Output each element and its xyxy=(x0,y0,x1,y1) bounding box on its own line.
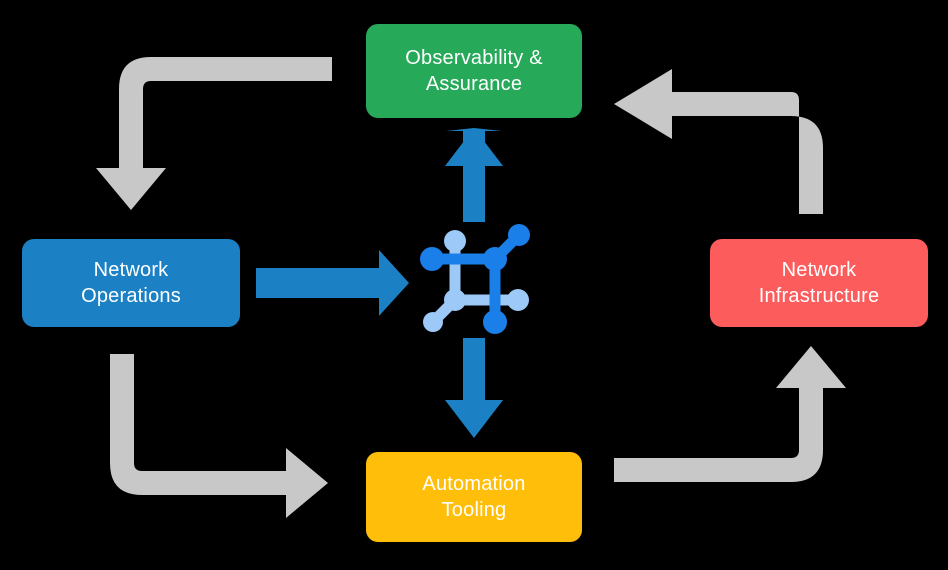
topology-node-dark-left xyxy=(420,247,444,271)
topology-node-light-hub-bottomleft xyxy=(444,289,466,311)
center-arrow-center-to-observability-shaft xyxy=(463,160,485,222)
cycle-arrow-automation-to-infrastructure xyxy=(614,346,846,482)
topology-node-dark-hub-topright xyxy=(483,247,507,271)
node-label-network-operations-line2: Operations xyxy=(81,285,181,307)
topology-node-light-bottomleft xyxy=(423,312,443,332)
cycle-arrow-operations-to-automation xyxy=(110,354,328,518)
center-arrow-center-to-observability-head xyxy=(445,128,503,166)
node-box-observability[interactable]: Observability & Assurance xyxy=(366,24,582,118)
center-arrow-center-to-automation-head xyxy=(445,400,503,438)
cycle-arrow-observability-to-operations xyxy=(96,57,332,210)
node-label-observability-line2: Assurance xyxy=(425,73,523,95)
center-arrow-center-to-automation-shaft xyxy=(463,338,485,400)
network-topology-icon xyxy=(420,224,530,334)
topology-node-light-top xyxy=(444,230,466,252)
cycle-arrow-infrastructure-to-observability xyxy=(614,69,823,214)
node-label-automation-tooling-line1: Automation xyxy=(422,472,526,495)
node-box-automation-tooling[interactable]: Automation Tooling xyxy=(366,452,582,542)
node-box-network-infrastructure[interactable]: Network Infrastructure xyxy=(710,239,928,327)
node-box-network-operations[interactable]: Network Operations xyxy=(22,239,240,327)
node-label-network-operations: Network Operations xyxy=(81,257,181,310)
node-label-network-infrastructure: Network Infrastructure xyxy=(759,257,880,310)
node-label-automation-tooling-line2: Tooling xyxy=(441,499,507,521)
node-label-observability: Observability & Assurance xyxy=(405,45,543,98)
node-label-automation-tooling: Automation Tooling xyxy=(422,471,525,524)
node-label-network-infrastructure-line2: Infrastructure xyxy=(758,285,880,307)
node-label-observability-line1: Observability & xyxy=(405,46,543,69)
topology-node-dark-bottom xyxy=(483,310,507,334)
topology-node-light-right xyxy=(507,289,529,311)
center-arrow-ops-to-center xyxy=(256,250,409,316)
node-label-network-infrastructure-line1: Network xyxy=(781,258,857,281)
node-label-network-operations-line1: Network xyxy=(93,258,169,281)
topology-node-dark-topright xyxy=(508,224,530,246)
